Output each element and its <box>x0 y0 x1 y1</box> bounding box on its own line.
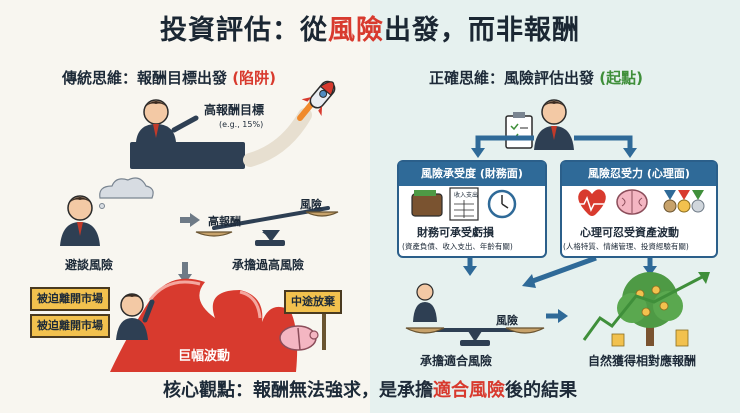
result-label: 自然獲得相對應報酬 <box>588 354 697 368</box>
left-heading-tag: (陷阱) <box>232 69 276 87</box>
title-part-1: 投資評估：從 <box>160 15 328 46</box>
left-heading: 傳統思維：報酬目標出發 (陷阱) <box>62 67 276 88</box>
right-heading: 正確思維：風險評估出發 (起點) <box>429 67 643 88</box>
risk-tolerance-line2: (人格特質、情緒管理、投資經驗有關) <box>563 242 689 251</box>
risk-capacity-header: 風險承受度 (財務面) <box>399 162 545 186</box>
avoid-label: 避談風險 <box>65 258 114 272</box>
proper-risk-label: 承擔適合風險 <box>420 354 493 368</box>
sign-forced-exit-2: 被迫離開市場 <box>30 314 110 338</box>
sign-forced-exit-1: 被迫離開市場 <box>30 287 110 311</box>
overload-label: 承擔過高風險 <box>232 258 305 272</box>
core-message: 核心觀點：報酬無法強求，是承擔適合風險後的結果 <box>0 376 740 402</box>
risk-capacity-line1: 財務可承受虧損 <box>417 226 494 239</box>
right-heading-tag: (起點) <box>599 69 643 87</box>
title-highlight: 風險 <box>328 15 384 46</box>
income-doc-label: 收入支出 <box>454 192 479 199</box>
title-part-2: 出發，而非報酬 <box>384 15 580 46</box>
target-example: (e.g., 15%) <box>219 120 264 129</box>
scale-right-label: 風險 <box>300 198 322 211</box>
core-message-highlight: 適合風險 <box>433 380 505 401</box>
risk-tolerance-line1: 心理可忍受資產波動 <box>580 226 679 239</box>
sign-give-up: 中途放棄 <box>284 290 342 314</box>
left-heading-text: 傳統思維：報酬目標出發 <box>62 69 233 87</box>
wave-label: 巨幅波動 <box>178 349 231 364</box>
risk-capacity-line2: (資產負債、收入支出、年齡有關) <box>402 242 513 251</box>
risk-tolerance-header: 風險忍受力 (心理面) <box>562 162 716 186</box>
scale-left-label: 高報酬 <box>208 215 241 228</box>
page-title: 投資評估：從風險出發，而非報酬 <box>0 8 740 47</box>
core-message-part-1: 核心觀點：報酬無法強求，是承擔 <box>163 380 433 401</box>
core-message-part-2: 後的結果 <box>505 380 577 401</box>
right-heading-text: 正確思維：風險評估出發 <box>429 69 600 87</box>
target-label: 高報酬目標 <box>204 103 265 117</box>
right-scale-label: 風險 <box>496 314 518 327</box>
